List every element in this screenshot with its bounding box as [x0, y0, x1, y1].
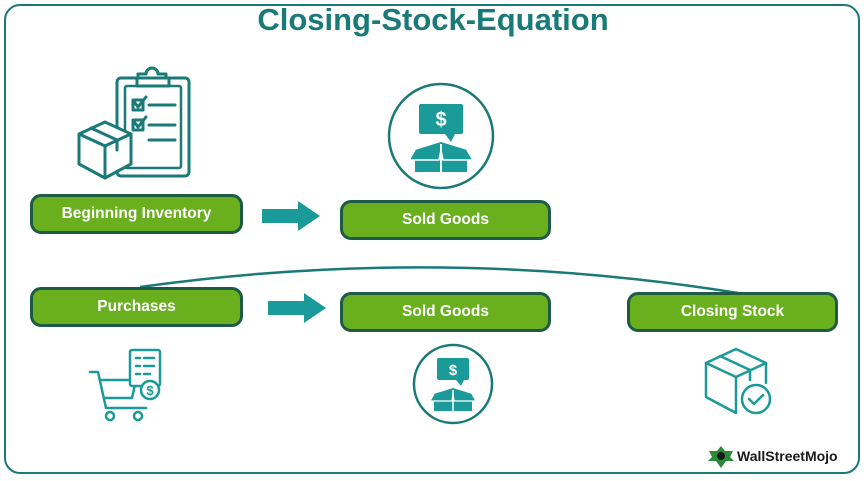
- svg-text:$: $: [146, 383, 154, 398]
- sold-goods-box-bottom: Sold Goods: [340, 292, 551, 332]
- diagram-frame: [4, 4, 860, 474]
- sold-goods-icon: $: [412, 343, 494, 425]
- svg-text:$: $: [449, 362, 458, 379]
- arrow-right-icon: [268, 293, 326, 323]
- sold-goods-box-top: Sold Goods: [340, 200, 551, 240]
- arrow-right-icon: [262, 201, 320, 231]
- clipboard-box-icon: [77, 66, 191, 180]
- logo-text: WallStreetMojo: [737, 448, 838, 464]
- shopping-cart-icon: $: [88, 348, 162, 422]
- purchases-box: Purchases: [30, 287, 243, 327]
- box-check-icon: [704, 347, 772, 415]
- sold-goods-icon: $: [387, 82, 495, 190]
- wallstreetmojo-logo-icon: [708, 446, 734, 468]
- svg-text:$: $: [435, 109, 446, 131]
- beginning-inventory-box: Beginning Inventory: [30, 194, 243, 234]
- closing-stock-box: Closing Stock: [627, 292, 838, 332]
- diagram-title: Closing-Stock-Equation: [257, 2, 609, 37]
